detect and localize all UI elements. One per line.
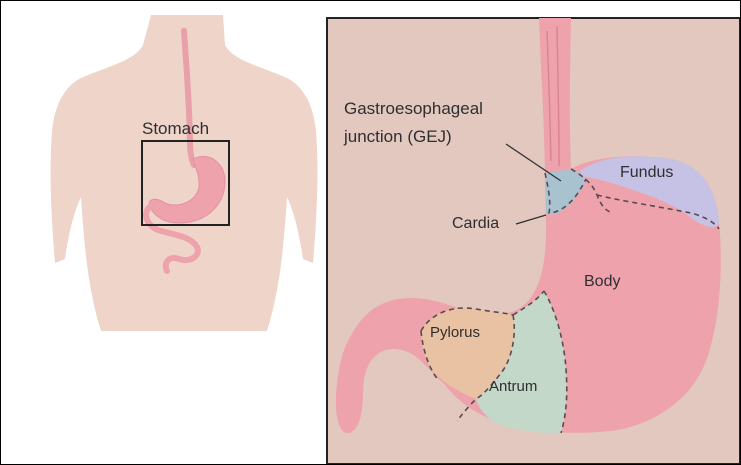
- gej-label-line2: junction (GEJ): [343, 127, 452, 146]
- cardia-label: Cardia: [452, 215, 499, 232]
- pylorus-label: Pylorus: [430, 324, 480, 341]
- antrum-label: Antrum: [489, 378, 537, 395]
- fundus-label: Fundus: [620, 164, 673, 181]
- stomach-label: Stomach: [142, 119, 209, 138]
- gej-label-line1: Gastroesophageal: [344, 99, 483, 118]
- torso-illustration: Stomach: [51, 15, 318, 331]
- stomach-detail-panel: Gastroesophageal junction (GEJ) Cardia F…: [327, 18, 740, 464]
- body-label: Body: [584, 273, 620, 290]
